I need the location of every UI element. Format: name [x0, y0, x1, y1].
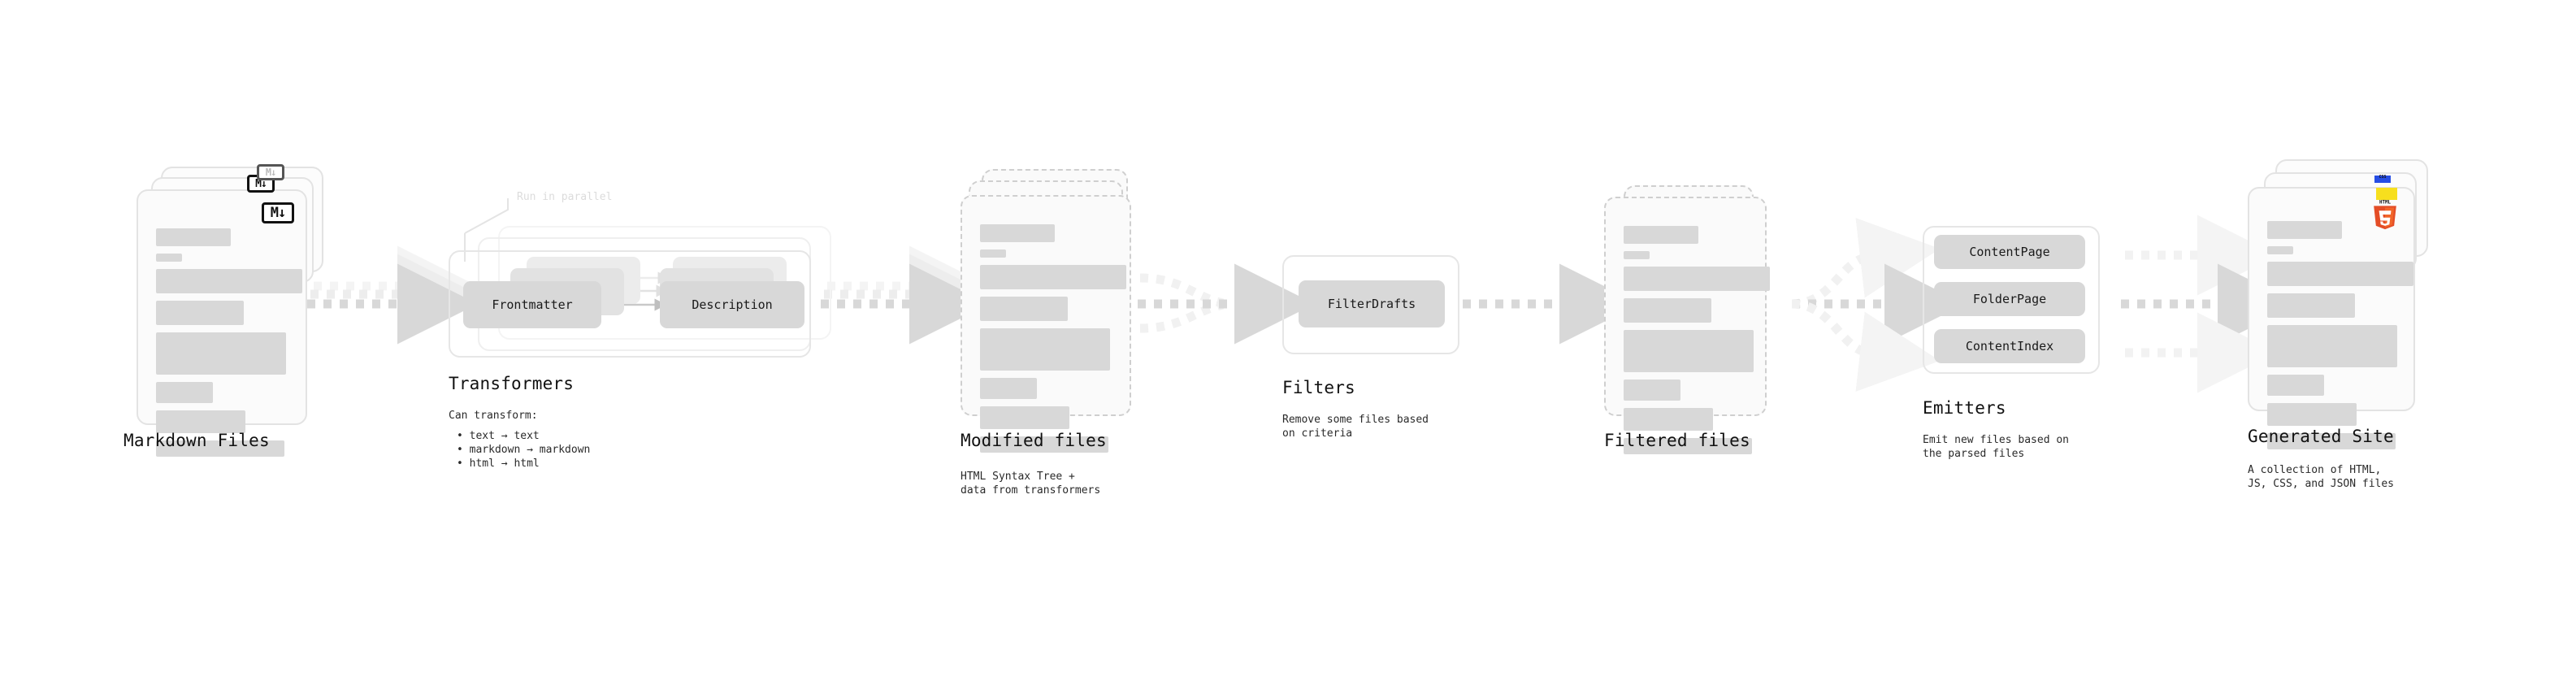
site-skeleton	[2267, 221, 2413, 457]
skeleton-bar	[980, 328, 1110, 371]
pill-contentpage[interactable]: ContentPage	[1934, 235, 2085, 269]
pill-folderpage[interactable]: FolderPage	[1934, 282, 2085, 316]
skeleton-bar	[156, 410, 245, 433]
skeleton-bar	[2267, 325, 2397, 367]
arrow-emitters-to-site	[2121, 215, 2298, 393]
skeleton-bar	[1624, 438, 1752, 454]
skeleton-bar	[1624, 408, 1713, 431]
skeleton-bar	[156, 269, 302, 293]
skeleton-bar	[2267, 262, 2413, 286]
pill-frontmatter[interactable]: Frontmatter	[463, 281, 601, 328]
skeleton-bar	[156, 332, 286, 375]
pill-contentindex[interactable]: ContentIndex	[1934, 329, 2085, 363]
skeleton-bar	[2267, 246, 2293, 254]
emitters-subtitle: Emit new files based on the parsed files	[1923, 434, 2070, 460]
stage-title-filtered-files: Filtered files	[1604, 431, 1750, 450]
filtered-card-front[interactable]	[1604, 197, 1770, 454]
skeleton-bar	[1624, 330, 1754, 372]
html5-icon-svg: HTML	[2374, 201, 2396, 230]
modified-card-front[interactable]	[961, 195, 1131, 453]
stage-title-markdown-files: Markdown Files	[124, 431, 270, 450]
filters-card[interactable]	[1282, 255, 1459, 354]
stage-title-generated-site: Generated Site	[2248, 427, 2394, 446]
transformers-subtitle: Can transform:	[449, 410, 538, 422]
skeleton-bar	[1624, 251, 1650, 259]
transform-bullet-0: • text → text	[457, 430, 540, 442]
skeleton-bar	[156, 301, 244, 325]
svg-text:HTML: HTML	[2379, 201, 2392, 206]
generated-site-subtitle: A collection of HTML, JS, CSS, and JSON …	[2248, 464, 2395, 490]
skeleton-bar	[1624, 267, 1770, 291]
skeleton-bar	[980, 224, 1055, 242]
filters-subtitle: Remove some files based on criteria	[1282, 414, 1429, 440]
skeleton-bar	[980, 406, 1069, 429]
skeleton-bar	[2267, 433, 2396, 449]
skeleton-bar	[980, 436, 1108, 453]
skeleton-bar	[1624, 380, 1680, 401]
stage-title-emitters: Emitters	[1923, 398, 2006, 418]
skeleton-bar	[156, 382, 213, 403]
filtered-skeleton	[1624, 226, 1770, 462]
skeleton-bar	[1624, 226, 1698, 244]
stage-title-transformers: Transformers	[449, 374, 575, 393]
skeleton-bar	[2267, 221, 2342, 239]
markdown-icon-back: M↓	[257, 164, 284, 180]
stage-title-modified-files: Modified files	[961, 431, 1107, 450]
transformers-card-front[interactable]	[449, 250, 811, 358]
transform-bullet-2: • html → html	[457, 458, 540, 470]
html5-icon: HTML	[2371, 198, 2399, 234]
skeleton-bar	[980, 265, 1126, 289]
transformers-bullets: • text → text • markdown → markdown • ht…	[457, 429, 590, 471]
arrow-modified-to-filters	[1138, 263, 1315, 345]
modified-files-subtitle: HTML Syntax Tree + data from transformer…	[961, 471, 1101, 497]
skeleton-bar	[980, 249, 1006, 258]
skeleton-bar	[2267, 375, 2324, 396]
arrow-markdown-to-transformers	[307, 245, 478, 345]
skeleton-bar	[156, 254, 182, 262]
run-in-parallel-note: Run in parallel	[517, 191, 613, 203]
markdown-icon: M↓	[262, 202, 294, 223]
markdown-skeleton	[156, 228, 302, 464]
js-icon	[2376, 188, 2397, 200]
css3-icon: CSS	[2374, 176, 2391, 183]
skeleton-bar	[156, 440, 284, 457]
markdown-card-front[interactable]: M↓	[137, 189, 307, 457]
skeleton-bar	[2267, 293, 2355, 318]
stage-title-filters: Filters	[1282, 378, 1355, 397]
arrow-transformers-to-modified	[821, 245, 990, 345]
skeleton-bar	[1624, 298, 1711, 323]
skeleton-bar	[156, 228, 231, 246]
modified-skeleton	[980, 224, 1126, 460]
skeleton-bar	[980, 378, 1037, 399]
pill-filterdrafts[interactable]: FilterDrafts	[1299, 280, 1445, 327]
skeleton-bar	[980, 297, 1068, 321]
emitters-card[interactable]	[1923, 226, 2100, 374]
transform-bullet-1: • markdown → markdown	[457, 444, 591, 456]
pill-description[interactable]: Description	[660, 281, 804, 328]
arrow-filtered-to-emitters	[1791, 218, 1965, 392]
skeleton-bar	[2267, 403, 2357, 426]
